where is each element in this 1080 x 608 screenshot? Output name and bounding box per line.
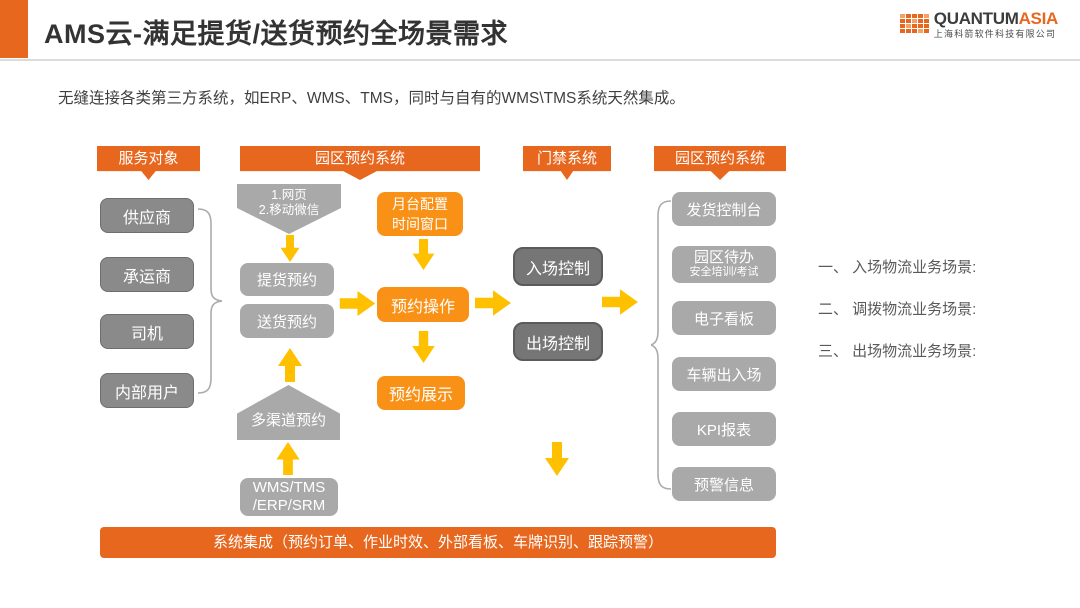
node-e-board: 电子看板: [672, 301, 776, 335]
banner-park-booking-system: 园区预约系统: [240, 146, 480, 180]
node-shipping-console: 发货控制台: [672, 192, 776, 226]
node-delivery-booking: 送货预约: [240, 304, 334, 338]
node-carrier: 承运商: [100, 257, 194, 292]
right-arrow-icon: [339, 291, 376, 316]
brand-name: QUANTUMASIA: [933, 9, 1059, 28]
channel-entry-line2: 2.移动微信: [258, 203, 320, 217]
logo-grid-icon: [899, 14, 929, 33]
right-brace-connector: [198, 208, 223, 394]
node-alert-info: 预警信息: [672, 467, 776, 501]
down-arrow-icon: [545, 442, 569, 476]
down-arrow-icon: [412, 239, 435, 270]
header-divider: [0, 59, 1080, 61]
right-arrow-icon: [475, 290, 511, 316]
banner-gate-system: 门禁系统: [523, 146, 611, 180]
node-exit-control: 出场控制: [513, 322, 603, 361]
scenario-item-1: 一、 入场物流业务场景:: [818, 259, 977, 276]
node-booking-operation: 预约操作: [377, 287, 469, 322]
company-name: 上海科箭软件科技有限公司: [933, 29, 1057, 39]
node-vehicle-inout: 车辆出入场: [672, 357, 776, 391]
node-internal-user: 内部用户: [100, 373, 194, 408]
right-arrow-icon: [602, 289, 638, 315]
left-brace-connector: [651, 200, 671, 490]
node-kpi-report: KPI报表: [672, 412, 776, 446]
up-arrow-icon: [278, 348, 302, 382]
node-dock-config: 月台配置 时间窗口: [377, 192, 463, 236]
park-todo-label: 园区待办: [693, 248, 754, 266]
banner-park-booking-system-right: 园区预约系统: [654, 146, 786, 180]
node-multi-channel-booking: 多渠道预约: [237, 385, 340, 440]
company-logo: QUANTUMASIA 上海科箭软件科技有限公司: [899, 9, 1059, 39]
scenario-item-3: 三、 出场物流业务场景:: [818, 343, 977, 360]
down-arrow-icon: [280, 235, 300, 262]
park-todo-sublabel: 安全培训/考试: [689, 265, 759, 278]
node-supplier: 供应商: [100, 198, 194, 233]
integration-bar: 系统集成（预约订单、作业时效、外部看板、车牌识别、跟踪预警）: [100, 527, 776, 558]
node-driver: 司机: [100, 314, 194, 349]
scenario-item-2: 二、 调拨物流业务场景:: [818, 301, 977, 318]
up-arrow-icon: [276, 442, 300, 475]
channel-entry-line1: 1.网页: [271, 188, 307, 202]
node-pickup-booking: 提货预约: [240, 263, 334, 296]
dock-config-line1: 月台配置: [392, 196, 448, 212]
node-source-systems: WMS/TMS /ERP/SRM: [240, 478, 338, 516]
down-arrow-icon: [412, 331, 435, 363]
brand-accent: ASIA: [1018, 9, 1059, 28]
banner-service-objects: 服务对象: [97, 146, 200, 180]
node-entry-control: 入场控制: [513, 247, 603, 286]
dock-config-line2: 时间窗口: [392, 216, 448, 232]
node-channel-entry: 1.网页 2.移动微信: [237, 184, 341, 234]
source-systems-line2: /ERP/SRM: [252, 497, 326, 514]
brand-primary: QUANTUM: [933, 9, 1019, 28]
page-title: AMS云-满足提货/送货预约全场景需求: [44, 19, 508, 49]
node-park-todo: 园区待办 安全培训/考试: [672, 246, 776, 283]
slide-subtitle: 无缝连接各类第三方系统，如ERP、WMS、TMS，同时与自有的WMS\TMS系统…: [58, 90, 685, 107]
node-booking-display: 预约展示: [377, 376, 465, 410]
source-systems-line1: WMS/TMS: [252, 479, 326, 496]
title-accent-bar: [0, 0, 28, 58]
